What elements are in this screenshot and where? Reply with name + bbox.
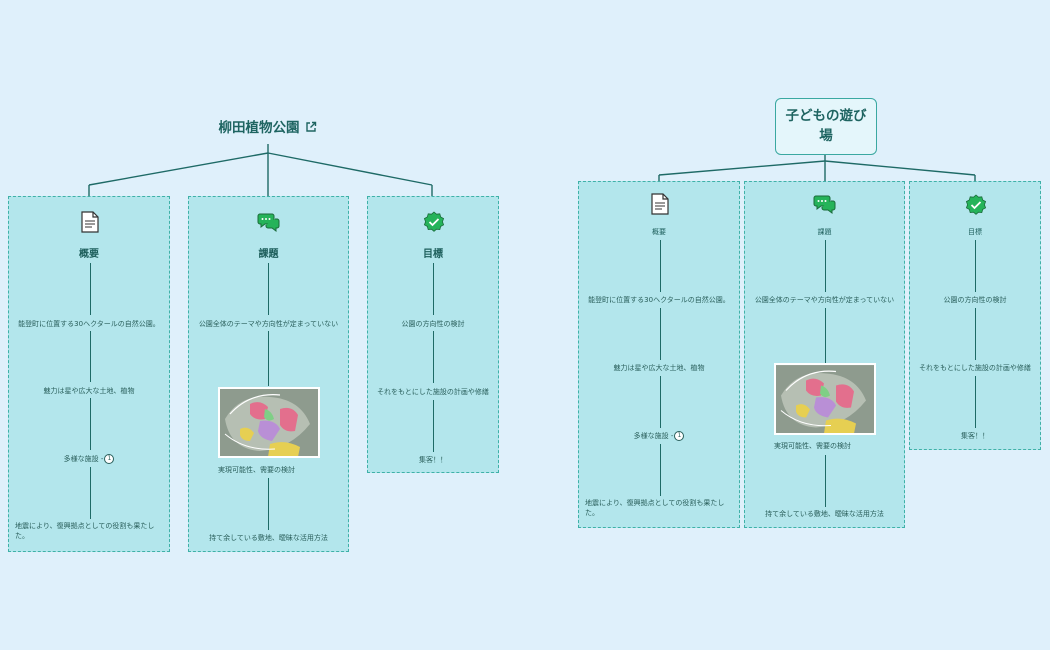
column-title: 概要: [79, 249, 99, 260]
column-overview[interactable]: 概要 能登町に位置する30ヘクタールの自然公園。 魅力は星や広大な土地、植物 多…: [8, 196, 170, 552]
column-connector: [90, 263, 91, 315]
list-item: 公園全体のテーマや方向性が定まっていない: [198, 320, 339, 328]
column-connector: [90, 398, 91, 450]
column-connector: [90, 331, 91, 382]
column-title: 課題: [258, 249, 279, 260]
column-connector: [660, 444, 661, 496]
column-title: 概要: [652, 228, 666, 236]
list-item: それをもとにした施設の計画や修繕: [377, 388, 489, 396]
column-connector: [660, 240, 661, 292]
column-overview[interactable]: 概要 能登町に位置する30ヘクタールの自然公園。 魅力は星や広大な土地、植物 多…: [578, 181, 740, 528]
column-issues[interactable]: 課題 公園全体のテーマや方向性が定まっていない 実現可能性、需要の検討 持て余し…: [744, 181, 905, 528]
column-connector: [433, 263, 434, 315]
list-item: 公園の方向性の検討: [943, 296, 1007, 304]
root-node-title[interactable]: 柳田植物公園: [200, 116, 335, 136]
list-item: 地震により、復興拠点としての役割も果たした。: [15, 522, 155, 541]
column-connector: [268, 331, 269, 386]
column-title: 課題: [817, 228, 832, 236]
column-connector: [825, 240, 826, 292]
list-item: 能登町に位置する30ヘクタールの自然公園。: [18, 320, 160, 328]
column-goals[interactable]: 目標 公園の方向性の検討 それをもとにした施設の計画や修繕 集客！！: [909, 181, 1041, 450]
list-item: 実現可能性、需要の検討: [218, 466, 295, 474]
park-map-thumbnail[interactable]: [774, 363, 876, 435]
list-item: 能登町に位置する30ヘクタールの自然公園。: [588, 296, 730, 304]
column-connector: [660, 376, 661, 428]
park-map-image: [776, 365, 874, 433]
column-connector: [268, 263, 269, 315]
list-item: 集客！！: [419, 456, 447, 464]
column-issues[interactable]: 課題 公園全体のテーマや方向性が定まっていない 実現可能性、需要の検討 持て余し…: [188, 196, 349, 552]
list-item: それをもとにした施設の計画や修繕: [919, 364, 1031, 372]
column-connector: [975, 376, 976, 428]
park-map-image: [220, 389, 318, 456]
column-connector: [433, 331, 434, 383]
verified-badge-icon: [965, 194, 987, 215]
root-title-text: 柳田植物公園: [218, 120, 300, 136]
column-connector: [433, 400, 434, 452]
list-item: 持て余している敷地、曖昧な活用方法: [765, 510, 884, 518]
branch-line: [658, 160, 826, 176]
list-item: 公園全体のテーマや方向性が定まっていない: [754, 296, 895, 304]
root-title-text: 子どもの遊び場: [785, 107, 867, 144]
chat-bubbles-icon: [813, 195, 836, 214]
column-connector: [975, 308, 976, 360]
list-item: 集客！！: [961, 432, 989, 440]
column-title: 目標: [423, 249, 443, 260]
column-connector: [268, 478, 269, 530]
column-goals[interactable]: 目標 公園の方向性の検討 それをもとにした施設の計画や修繕 集客！！: [367, 196, 499, 473]
verified-badge-icon: [423, 211, 445, 232]
list-item-text: 多様な施設: [633, 432, 669, 440]
list-item: 地震により、復興拠点としての役割も果たした。: [585, 499, 725, 518]
list-item: 公園の方向性の検討: [401, 320, 465, 328]
document-icon: [651, 193, 669, 215]
column-connector: [975, 240, 976, 292]
list-item-text: 多様な施設: [63, 455, 99, 463]
list-item: 魅力は星や広大な土地、植物: [43, 387, 135, 395]
list-item: 多様な施設 -1: [585, 431, 733, 441]
list-item: 魅力は星や広大な土地、植物: [613, 364, 705, 372]
column-title: 目標: [968, 228, 982, 236]
column-connector: [660, 308, 661, 360]
branch-line: [824, 160, 976, 176]
branch-line: [88, 152, 269, 186]
document-icon: [81, 211, 99, 233]
column-connector: [825, 308, 826, 363]
count-badge[interactable]: 1: [104, 454, 115, 464]
branch-line: [267, 152, 433, 186]
park-map-thumbnail[interactable]: [218, 387, 320, 458]
list-item: 多様な施設 -1: [15, 454, 163, 464]
count-badge[interactable]: 1: [674, 431, 685, 441]
list-item: 持て余している敷地、曖昧な活用方法: [209, 534, 328, 542]
column-connector: [90, 467, 91, 519]
column-connector: [825, 455, 826, 507]
root-node-box[interactable]: 子どもの遊び場: [775, 98, 877, 155]
external-link-icon[interactable]: [305, 121, 317, 133]
chat-bubbles-icon: [257, 213, 280, 232]
list-item: 実現可能性、需要の検討: [774, 442, 851, 450]
